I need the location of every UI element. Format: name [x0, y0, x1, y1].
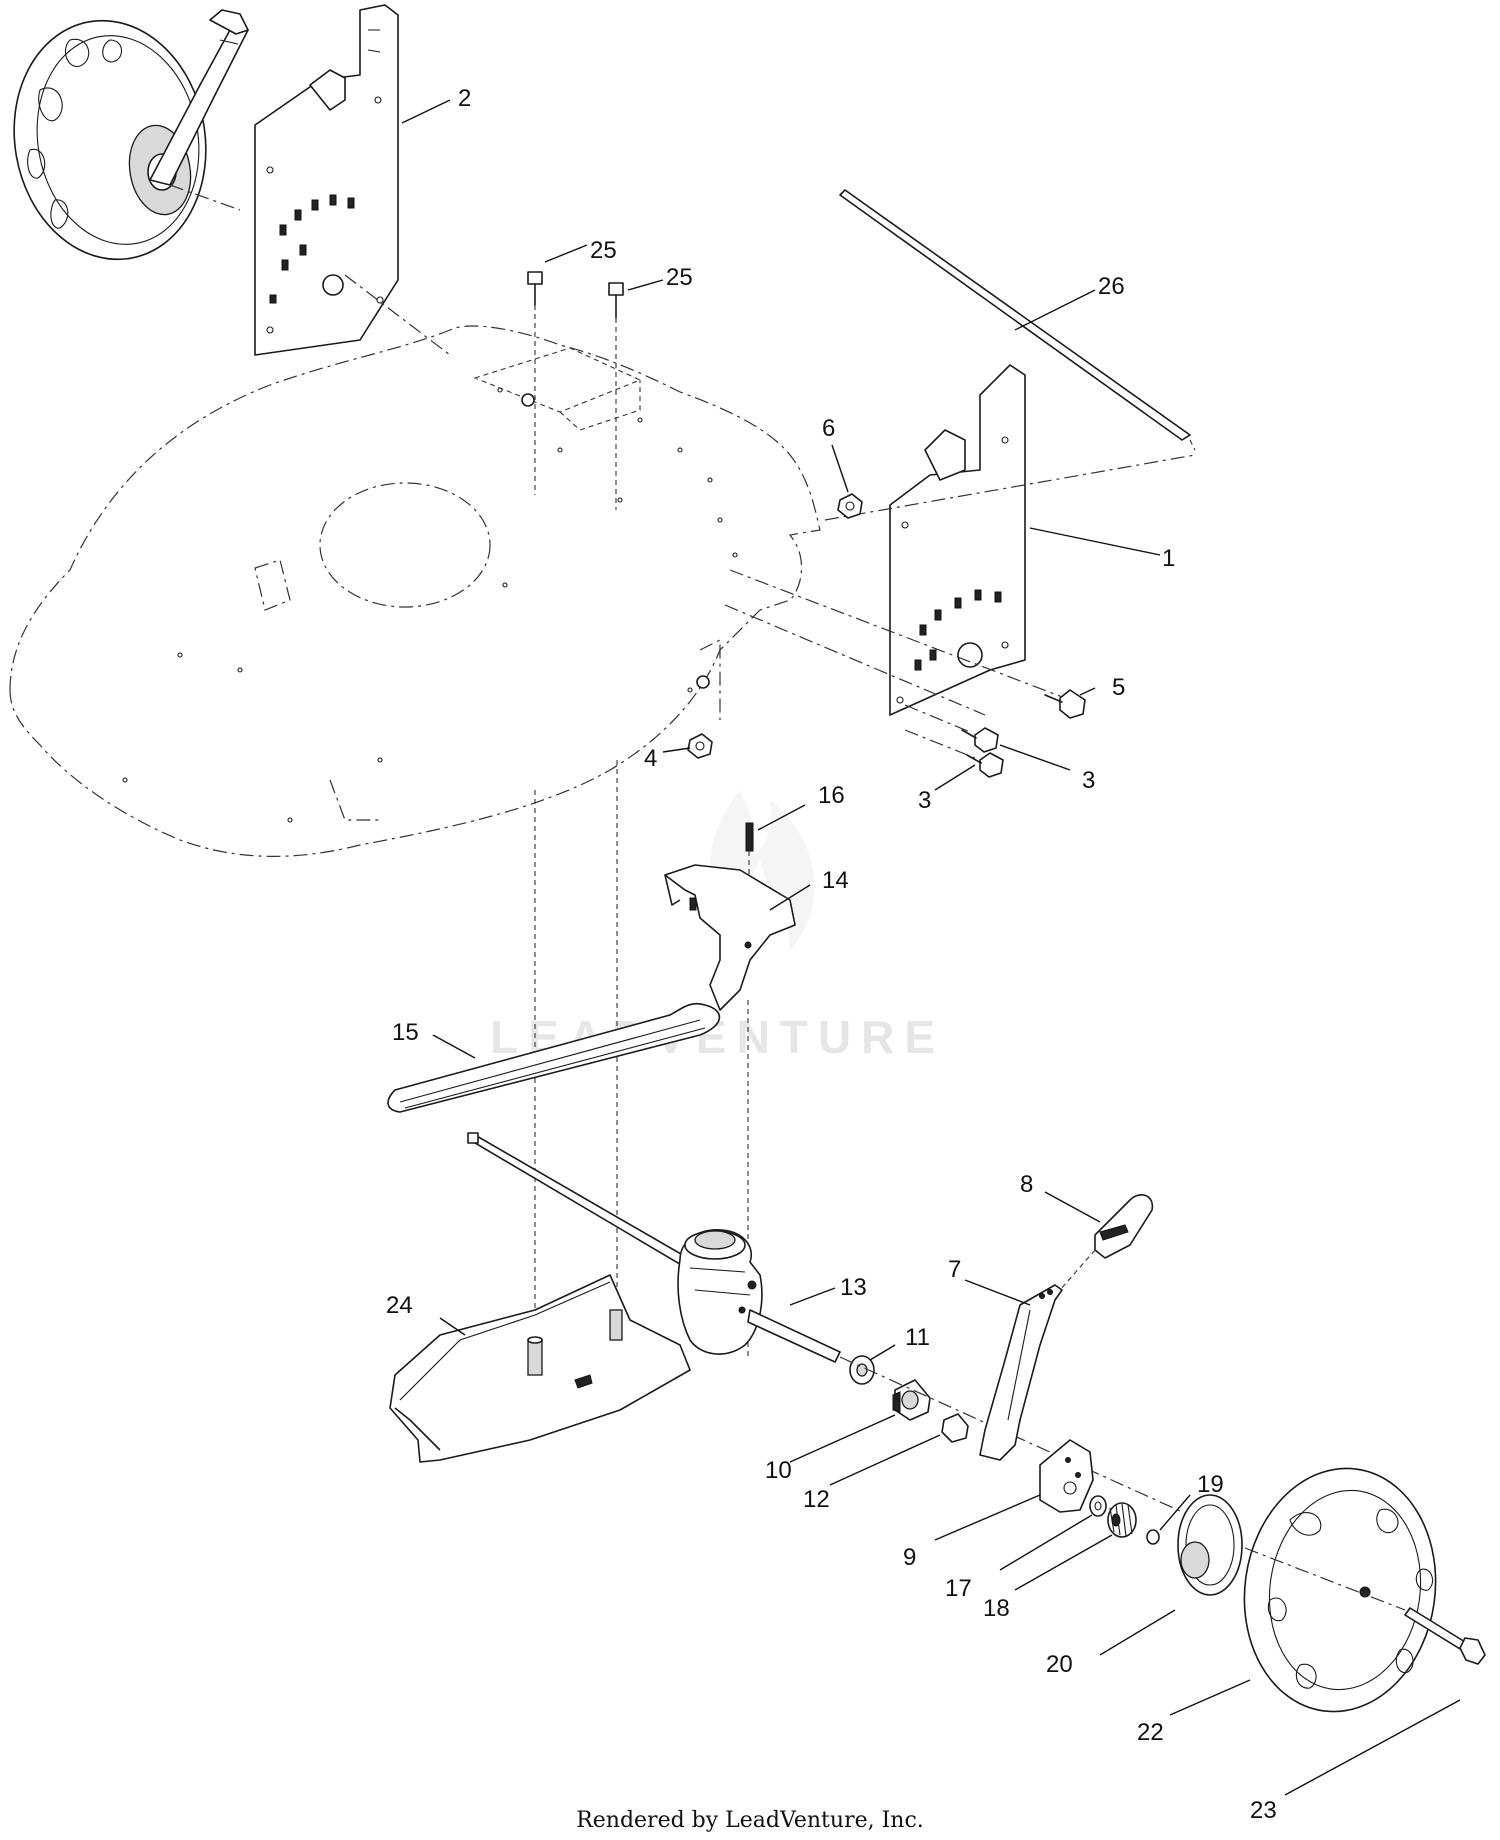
- bushing-10: [892, 1379, 931, 1421]
- height-adjuster-plate-left: [254, 4, 399, 356]
- drive-belt-15: [387, 1002, 721, 1113]
- bolt-3-lower: [966, 752, 1004, 778]
- clip-19: [1146, 1529, 1160, 1545]
- transmission-13: [677, 1229, 841, 1363]
- callout-20: 20: [1046, 1651, 1073, 1678]
- callout-16: 16: [818, 782, 845, 809]
- callout-1: 1: [1162, 545, 1175, 572]
- leader-lines: [401, 99, 1461, 1796]
- washer-17: [1089, 1495, 1107, 1517]
- callout-19: 19: [1197, 1471, 1224, 1498]
- callout-7: 7: [948, 1256, 961, 1283]
- front-wheel-22: [1243, 1467, 1437, 1713]
- bolt-3-upper: [961, 727, 999, 753]
- washer-11: [849, 1355, 875, 1385]
- callout-18: 18: [983, 1595, 1010, 1622]
- pinion-gear-18: [1107, 1502, 1137, 1538]
- rear-wheel-axis-line: [169, 184, 241, 211]
- callout-17: 17: [945, 1575, 972, 1602]
- drive-shaft: [467, 1132, 701, 1274]
- axle-centerline: [839, 1356, 1201, 1521]
- callout-5: 5: [1112, 674, 1125, 701]
- right-plate-mid-line: [729, 569, 1071, 701]
- nut-6: [837, 493, 863, 519]
- rear-wheel-assembly: [13, 9, 249, 261]
- callout-26: 26: [1098, 273, 1125, 300]
- bolt-25-right: [608, 282, 624, 510]
- callout-9: 9: [903, 1544, 916, 1571]
- callout-11: 11: [905, 1324, 930, 1351]
- callout-labels: 2 1 25 25 26 6 5 3 3 4 16 14 15 8 7 13 1…: [386, 85, 1277, 1824]
- callout-12: 12: [803, 1486, 830, 1513]
- callout-3-right: 3: [1082, 767, 1095, 794]
- callout-8: 8: [1020, 1171, 1033, 1198]
- height-adjuster-plate-right: [889, 364, 1026, 716]
- bolt-25-left: [527, 271, 543, 495]
- callout-4: 4: [644, 745, 657, 772]
- spacer-12: [941, 1413, 969, 1443]
- right-plate-upper-line: [824, 454, 1196, 521]
- wheel-bolt-23: [1404, 1607, 1486, 1665]
- callout-25-right: 25: [666, 264, 693, 291]
- pivot-plate-9: [1039, 1439, 1094, 1513]
- callout-13: 13: [840, 1274, 867, 1301]
- callout-25-left: 25: [590, 237, 617, 264]
- bolt-5: [1044, 689, 1086, 719]
- callout-23: 23: [1250, 1797, 1277, 1824]
- grip-8: [1059, 1194, 1154, 1291]
- callout-22: 22: [1137, 1719, 1164, 1746]
- callout-10: 10: [765, 1457, 792, 1484]
- bolt-3-line-upper: [904, 704, 971, 733]
- screw-16: [745, 822, 754, 890]
- baffle-24: [389, 1274, 691, 1463]
- bolt-3-line-lower: [904, 729, 976, 759]
- callout-3-left: 3: [918, 787, 931, 814]
- wheel-gear-20: [1177, 1494, 1243, 1596]
- rod-26: [839, 189, 1196, 451]
- nut-4: [687, 733, 713, 759]
- right-plate-low-line: [724, 604, 986, 716]
- height-lever-7: [979, 1284, 1063, 1461]
- rendered-by-footer: Rendered by LeadVenture, Inc.: [576, 1808, 924, 1833]
- callout-2: 2: [458, 85, 471, 112]
- callout-24: 24: [386, 1292, 413, 1319]
- callout-6: 6: [822, 415, 835, 442]
- belt-guard-bracket-14: [664, 864, 796, 1011]
- callout-14: 14: [822, 867, 849, 894]
- callout-15: 15: [392, 1019, 419, 1046]
- wheel-centerline: [1244, 1547, 1406, 1611]
- rear-plate-to-deck-line: [344, 274, 451, 356]
- mower-deck: [9, 325, 821, 857]
